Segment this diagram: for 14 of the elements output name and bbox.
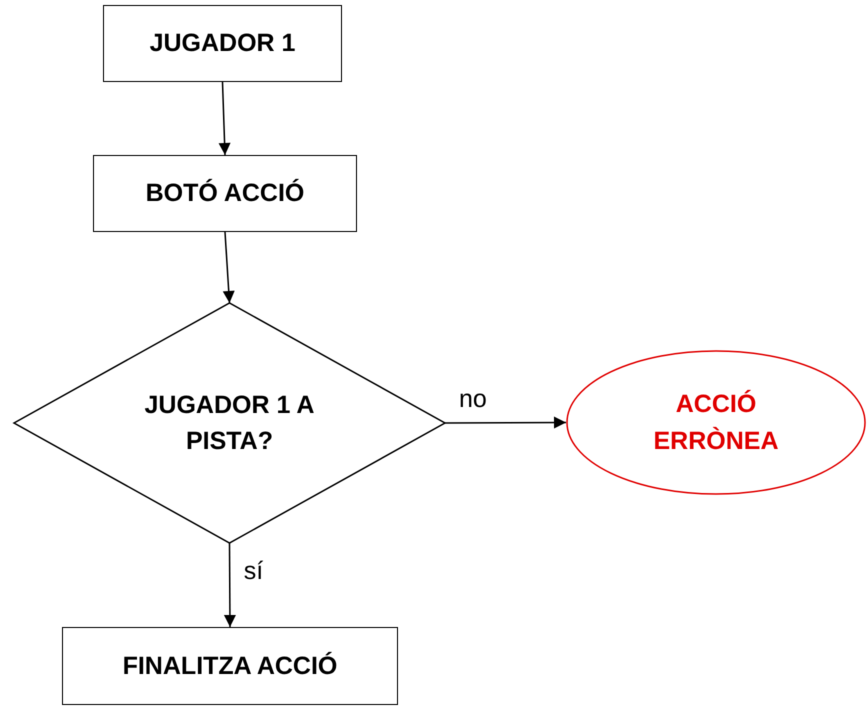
process-box	[93, 155, 357, 232]
arrow	[445, 416, 566, 429]
arrow	[224, 543, 236, 627]
arrow	[222, 232, 235, 304]
node-text: JUGADOR 1	[150, 28, 296, 60]
node-text: JUGADOR 1 A PISTA?	[144, 390, 316, 457]
node-text: FINALITZA ACCIÓ	[122, 650, 338, 682]
decision-diamond	[14, 303, 445, 543]
node-text: BOTÓ ACCIÓ	[146, 178, 304, 210]
arrow	[218, 82, 231, 156]
terminal-ellipse	[566, 350, 866, 495]
node-text: ACCIÓ ERRÒNEA	[652, 388, 780, 456]
process-box	[62, 627, 398, 705]
process-box	[103, 5, 342, 82]
